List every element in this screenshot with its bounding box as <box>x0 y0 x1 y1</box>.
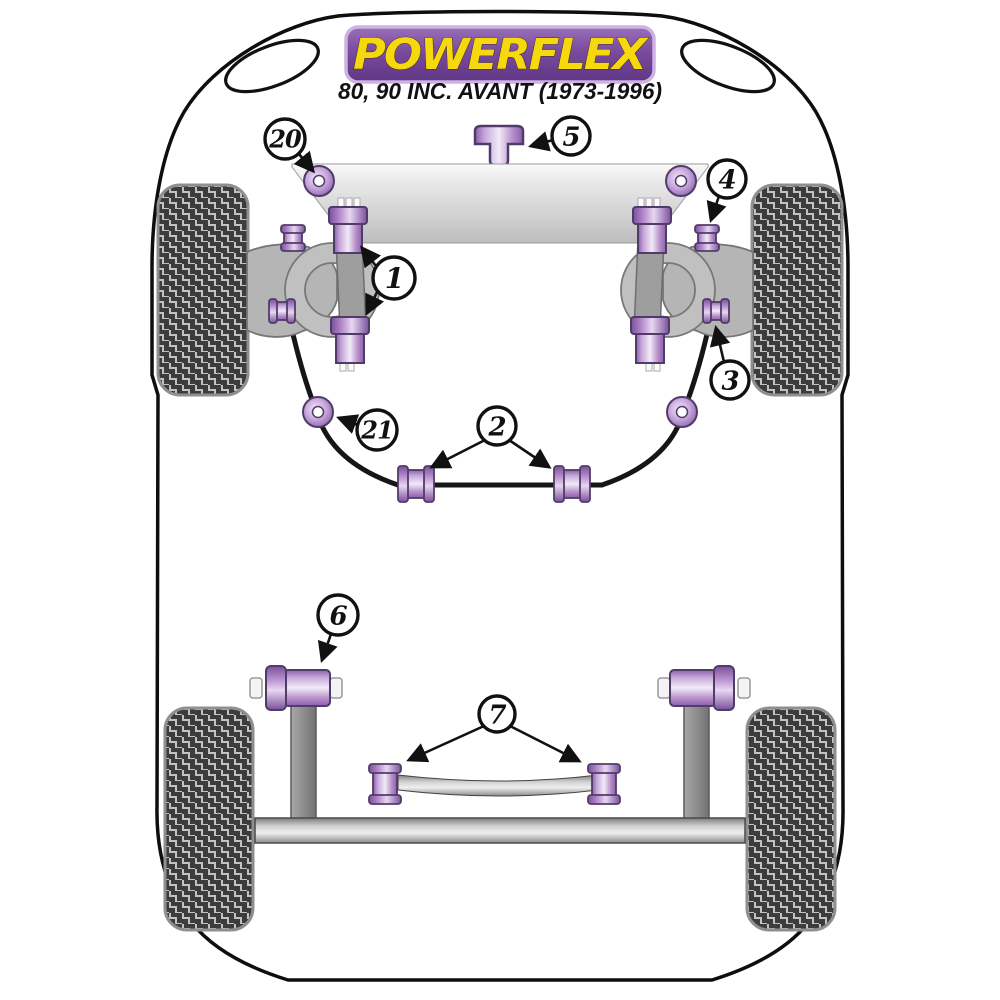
axle-mount-bush-right <box>657 665 751 711</box>
callout-5-label: 5 <box>562 122 579 152</box>
callout-1-arrow <box>365 289 385 316</box>
callout-1-circle <box>371 255 417 301</box>
callout-4-label: 4 <box>718 165 735 195</box>
vehicle-subtitle: 80, 90 INC. AVANT (1973-1996) <box>338 78 662 104</box>
wishbone-bush-right-top <box>632 197 672 254</box>
trailing-arm-left <box>290 697 317 823</box>
callout-7-arrow <box>509 724 582 763</box>
callout-20-label: 20 <box>268 125 302 154</box>
callout-3-circle <box>709 359 751 401</box>
callout-4-arrow <box>706 195 727 223</box>
top-arm-bush-right <box>694 224 720 252</box>
front-suspension-assembly <box>246 124 754 503</box>
logo-text: POWERFLEX <box>353 30 649 80</box>
callout-1: 1 <box>360 245 417 316</box>
trailing-arm-right <box>683 697 710 823</box>
callout-21-label: 21 <box>360 416 392 445</box>
callout-2-circle <box>476 405 518 447</box>
rear-axle-assembly <box>249 665 751 844</box>
wishbone-bush-left-top <box>328 197 368 254</box>
tire-rear-left <box>163 706 255 932</box>
callout-20-arrow <box>293 150 315 174</box>
axle-mount-bush-left <box>249 665 343 711</box>
arb-link-bush-left <box>268 298 296 324</box>
callout-4: 4 <box>706 158 748 223</box>
arb-bush-right <box>553 465 591 503</box>
callout-21-arrow <box>336 414 360 434</box>
top-arm-bush-left <box>280 224 306 252</box>
arb-pivot-bush-right <box>666 396 698 428</box>
callout-1-label: 1 <box>385 262 403 295</box>
headlight-right <box>680 38 776 94</box>
callout-20-circle <box>263 117 307 161</box>
callout-5-arrow <box>527 131 554 152</box>
tire-front-right <box>750 183 844 397</box>
callout-3-arrow <box>709 324 731 363</box>
callouts-layer: 20 5 4 1 3 21 2 6 7 <box>263 115 751 763</box>
rear-axle-beam <box>254 817 746 844</box>
callout-7-circle <box>477 694 517 734</box>
callout-20: 20 <box>263 117 315 174</box>
logo-plate <box>344 25 656 84</box>
panhard-bush-left <box>368 763 402 805</box>
callout-6-circle <box>316 593 360 637</box>
callout-21: 21 <box>336 408 399 452</box>
tire-front-left <box>156 183 250 397</box>
subframe-mount-bush-left <box>303 165 335 197</box>
subframe-mount-bush-right <box>665 165 697 197</box>
callout-6: 6 <box>316 593 360 663</box>
callout-7: 7 <box>406 694 582 763</box>
callout-2: 2 <box>429 405 552 469</box>
callout-7-label: 7 <box>488 700 506 730</box>
wishbone-bush-right-bottom <box>630 316 670 372</box>
wishbone-bush-left-bottom <box>330 316 370 372</box>
panhard-bush-right <box>587 763 621 805</box>
callout-2-label: 2 <box>487 412 506 442</box>
arb-bush-left <box>397 465 435 503</box>
callout-6-arrow <box>317 633 338 663</box>
callout-1-arrow <box>360 245 382 269</box>
callout-3: 3 <box>709 324 751 401</box>
callout-5: 5 <box>527 115 592 157</box>
tire-rear-right <box>745 706 837 932</box>
callout-7-arrow <box>406 724 485 763</box>
callout-5-circle <box>550 115 592 157</box>
arb-pivot-bush-left <box>302 396 334 428</box>
callout-21-circle <box>355 408 399 452</box>
headlight-left <box>224 38 320 94</box>
callout-3-label: 3 <box>721 366 739 396</box>
callout-4-circle <box>706 158 748 200</box>
callout-2-arrow <box>429 438 486 469</box>
arb-link-bush-right <box>702 298 730 324</box>
callout-6-label: 6 <box>329 601 347 631</box>
powerflex-logo: POWERFLEX <box>344 25 656 84</box>
anti-roll-bar <box>283 300 717 488</box>
callout-2-arrow <box>508 438 552 469</box>
